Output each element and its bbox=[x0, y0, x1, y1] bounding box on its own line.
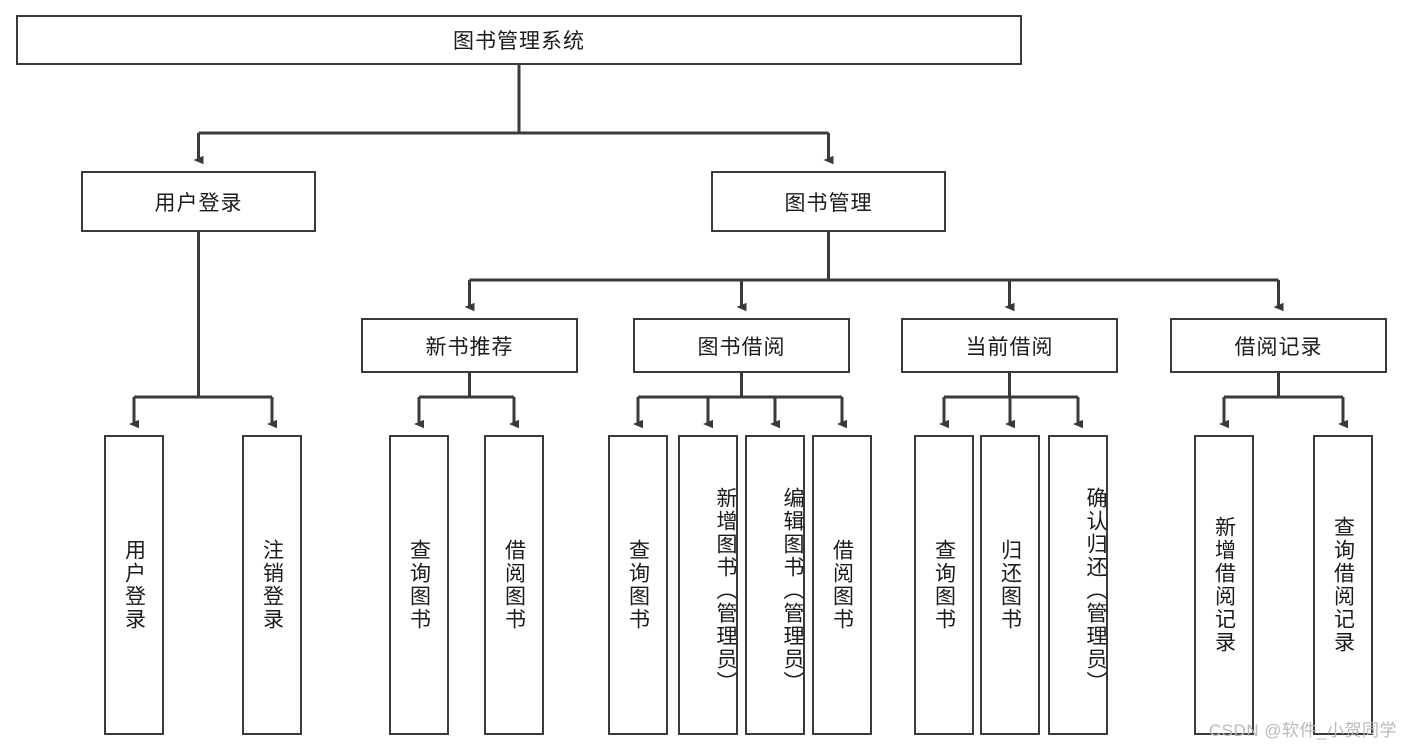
node-label: 查询图书 bbox=[932, 539, 956, 631]
watermark-label: CSDN @软件_小贺同学 bbox=[1208, 721, 1397, 740]
node-leaf-borrow-book-2: 借阅图书 bbox=[812, 435, 872, 735]
node-label: 借阅图书 bbox=[502, 539, 526, 631]
node-label: 新增图书（管理员） bbox=[714, 486, 737, 694]
node-label: 当前借阅 bbox=[965, 335, 1054, 359]
node-leaf-confirm-return: 确认归还（管理员） bbox=[1048, 435, 1108, 735]
node-book-manage: 图书管理 bbox=[711, 171, 946, 232]
node-leaf-edit-book: 编辑图书（管理员） bbox=[745, 435, 805, 735]
node-label: 新书推荐 bbox=[425, 335, 514, 359]
node-label: 新增借阅记录 bbox=[1212, 516, 1236, 654]
node-label: 图书管理系统 bbox=[453, 30, 585, 53]
node-label: 查询借阅记录 bbox=[1331, 516, 1355, 654]
node-label: 用户登录 bbox=[122, 539, 146, 631]
node-label: 用户登录 bbox=[154, 191, 243, 215]
node-label: 图书管理 bbox=[784, 191, 873, 215]
node-borrow-record: 借阅记录 bbox=[1170, 318, 1387, 373]
node-current-borrow: 当前借阅 bbox=[901, 318, 1118, 373]
node-user-login: 用户登录 bbox=[81, 171, 316, 232]
node-leaf-borrow-book-1: 借阅图书 bbox=[484, 435, 544, 735]
node-leaf-query-book-2: 查询图书 bbox=[608, 435, 668, 735]
node-label: 借阅图书 bbox=[830, 539, 854, 631]
node-leaf-query-book-3: 查询图书 bbox=[914, 435, 974, 735]
node-leaf-add-record: 新增借阅记录 bbox=[1194, 435, 1254, 735]
node-leaf-query-record: 查询借阅记录 bbox=[1313, 435, 1373, 735]
node-label: 图书借阅 bbox=[697, 335, 786, 359]
node-leaf-return-book: 归还图书 bbox=[980, 435, 1040, 735]
node-label: 编辑图书（管理员） bbox=[781, 486, 804, 694]
node-leaf-query-book-1: 查询图书 bbox=[389, 435, 449, 735]
node-label: 注销登录 bbox=[260, 539, 284, 631]
node-label: 归还图书 bbox=[998, 539, 1022, 631]
node-label: 确认归还（管理员） bbox=[1084, 486, 1107, 694]
node-new-book-rec: 新书推荐 bbox=[361, 318, 578, 373]
node-label: 借阅记录 bbox=[1234, 335, 1323, 359]
node-book-borrow: 图书借阅 bbox=[633, 318, 850, 373]
node-leaf-user-login: 用户登录 bbox=[104, 435, 164, 735]
node-leaf-add-book: 新增图书（管理员） bbox=[678, 435, 738, 735]
node-label: 查询图书 bbox=[407, 539, 431, 631]
node-label: 查询图书 bbox=[626, 539, 650, 631]
node-root: 图书管理系统 bbox=[16, 15, 1022, 65]
node-leaf-logout: 注销登录 bbox=[242, 435, 302, 735]
